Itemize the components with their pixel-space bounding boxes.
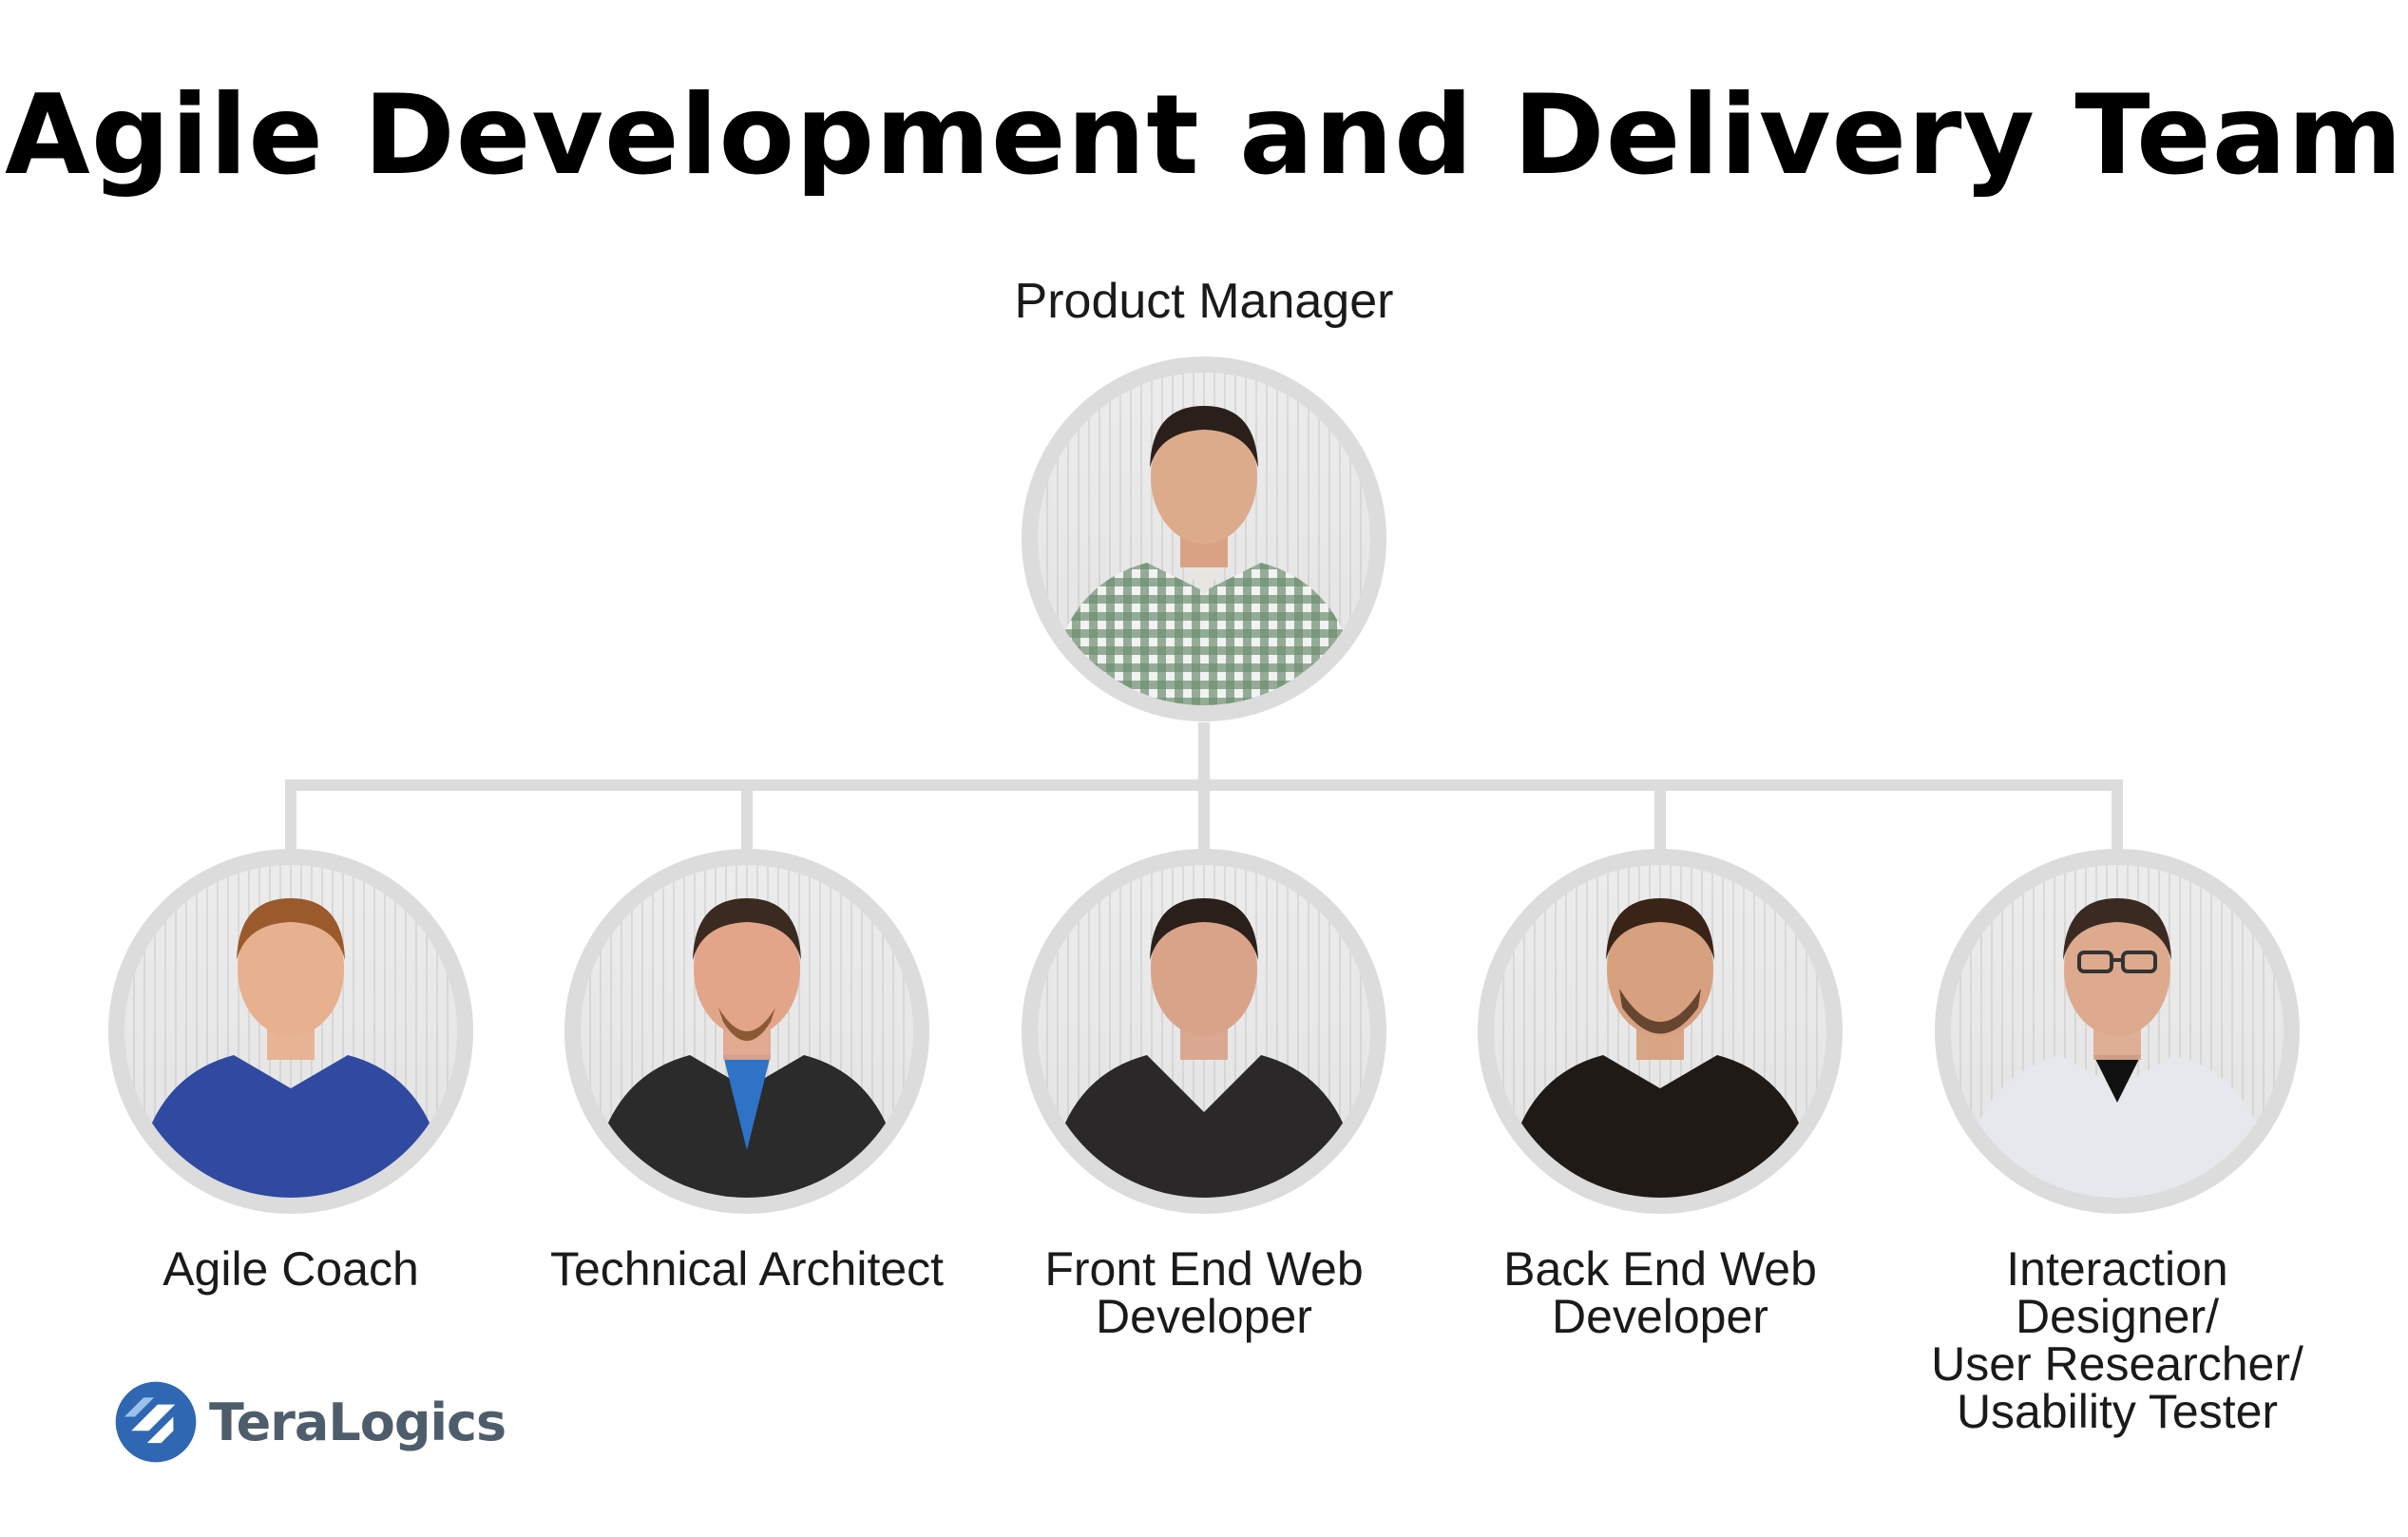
role-interaction-designer: Interaction Designer/ User Researcher/ U… bbox=[1908, 1245, 2326, 1435]
role-line: Usability Tester bbox=[1956, 1385, 2279, 1438]
person-photo bbox=[590, 898, 904, 1198]
role-technical-architect: Technical Architect bbox=[538, 1245, 956, 1293]
portrait-interaction-designer bbox=[1935, 849, 2300, 1214]
role-line: Technical Architect bbox=[549, 1242, 945, 1296]
role-agile-coach: Agile Coach bbox=[82, 1245, 500, 1293]
portrait-technical-architect bbox=[564, 849, 929, 1214]
person-photo bbox=[1960, 898, 2274, 1198]
person-photo bbox=[1503, 898, 1817, 1198]
person-photo bbox=[1047, 406, 1361, 705]
role-back-end-web-developer: Back End Web Developer bbox=[1451, 1245, 1869, 1340]
person-photo bbox=[1047, 898, 1361, 1198]
teralogics-logo-icon bbox=[115, 1381, 197, 1463]
portrait-front-end-web-developer bbox=[1022, 849, 1386, 1214]
page-title: Agile Development and Delivery Team bbox=[5, 71, 2403, 200]
teralogics-logo: TeraLogics bbox=[112, 1376, 506, 1468]
role-front-end-web-developer: Front End Web Developer bbox=[995, 1245, 1413, 1340]
role-line: Agile Coach bbox=[162, 1242, 419, 1296]
role-line: Developer bbox=[1096, 1290, 1312, 1343]
role-line: User Researcher/ bbox=[1931, 1337, 2303, 1391]
role-line: Back End Web bbox=[1503, 1242, 1817, 1296]
role-line: Interaction Designer/ bbox=[2006, 1242, 2228, 1343]
role-line: Front End Web bbox=[1044, 1242, 1364, 1296]
role-product-manager: Product Manager bbox=[1014, 274, 1394, 329]
portrait-product-manager bbox=[1022, 356, 1386, 721]
teralogics-logo-text: TeraLogics bbox=[209, 1392, 506, 1452]
role-line: Developer bbox=[1552, 1290, 1768, 1343]
portrait-back-end-web-developer bbox=[1478, 849, 1843, 1214]
person-photo bbox=[134, 898, 448, 1198]
portrait-agile-coach bbox=[108, 849, 473, 1214]
